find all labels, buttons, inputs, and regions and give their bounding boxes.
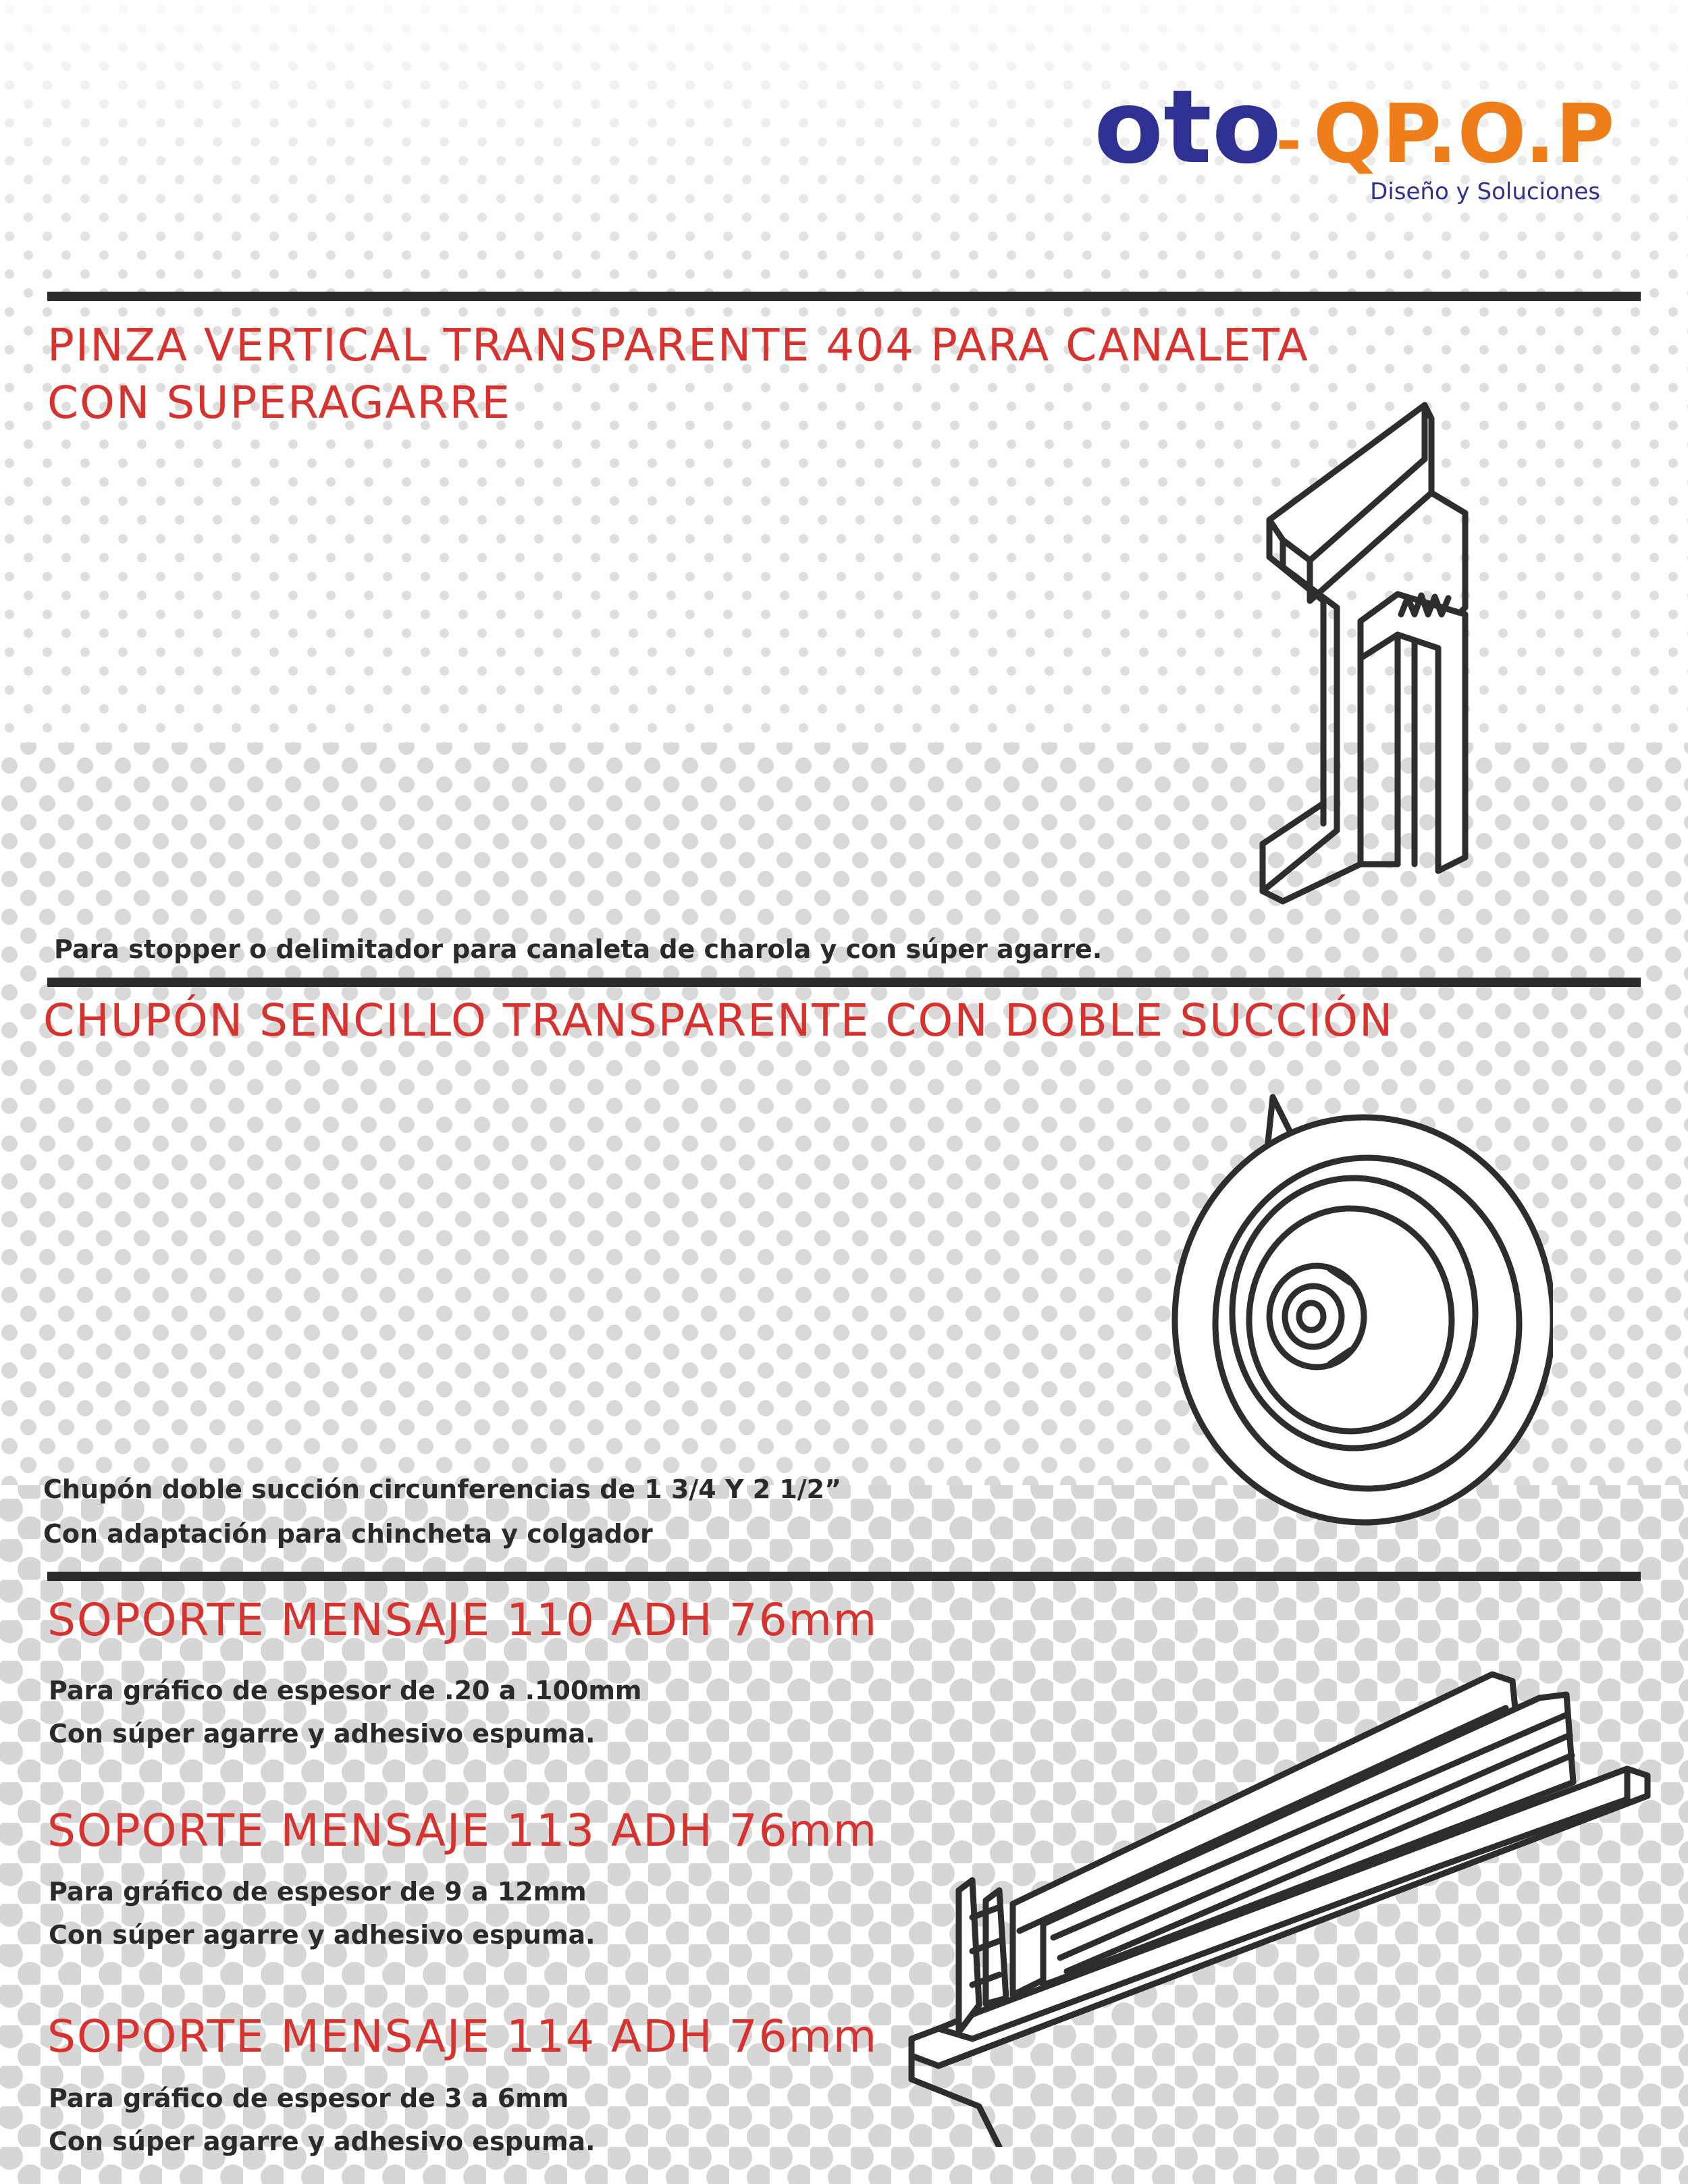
logo-word-right: QP.O.P — [1313, 88, 1614, 182]
chupon-line2: Con adaptación para chincheta y colgador — [43, 1519, 653, 1549]
section-divider — [47, 1572, 1641, 1581]
logo-dash: - — [1276, 106, 1301, 177]
logo-word-left: oto — [1094, 69, 1282, 186]
soporte-114-title: SOPORTE MENSAJE 114 ADH 76mm — [47, 2010, 878, 2062]
soporte-113-line1: Para gráfico de espesor de 9 a 12mm — [49, 1877, 587, 1907]
section-divider — [47, 978, 1641, 987]
section-divider — [47, 292, 1641, 301]
soporte-110-line1: Para gráfico de espesor de .20 a .100mm — [49, 1676, 642, 1705]
soporte-110-line2: Con súper agarre y adhesivo espuma. — [49, 1719, 596, 1749]
soporte-113-title: SOPORTE MENSAJE 113 ADH 76mm — [47, 1805, 878, 1857]
logo-tagline: Diseño y Soluciones — [1370, 178, 1600, 205]
soporte-114-line2: Con súper agarre y adhesivo espuma. — [49, 2127, 596, 2156]
pinza-title-line1: PINZA VERTICAL TRANSPARENTE 404 PARA CAN… — [47, 319, 1309, 371]
pinza-clip-illustration — [1259, 402, 1469, 905]
chupon-line1: Chupón doble succión circunferencias de … — [43, 1474, 842, 1504]
chupon-title: CHUPÓN SENCILLO TRANSPARENTE CON DOBLE S… — [43, 994, 1394, 1046]
suction-cup-illustration — [1171, 1094, 1553, 1526]
soporte-110-title: SOPORTE MENSAJE 110 ADH 76mm — [47, 1594, 878, 1646]
pinza-description: Para stopper o delimitador para canaleta… — [54, 934, 1103, 964]
soporte-114-line1: Para gráfico de espesor de 3 a 6mm — [49, 2083, 569, 2113]
brand-logo: oto - QP.O.P Diseño y Soluciones — [1094, 69, 1614, 205]
sign-holder-rail-illustration — [908, 1671, 1651, 2147]
pinza-title-line2: CON SUPERAGARRE — [47, 377, 511, 429]
soporte-113-line2: Con súper agarre y adhesivo espuma. — [49, 1920, 596, 1950]
